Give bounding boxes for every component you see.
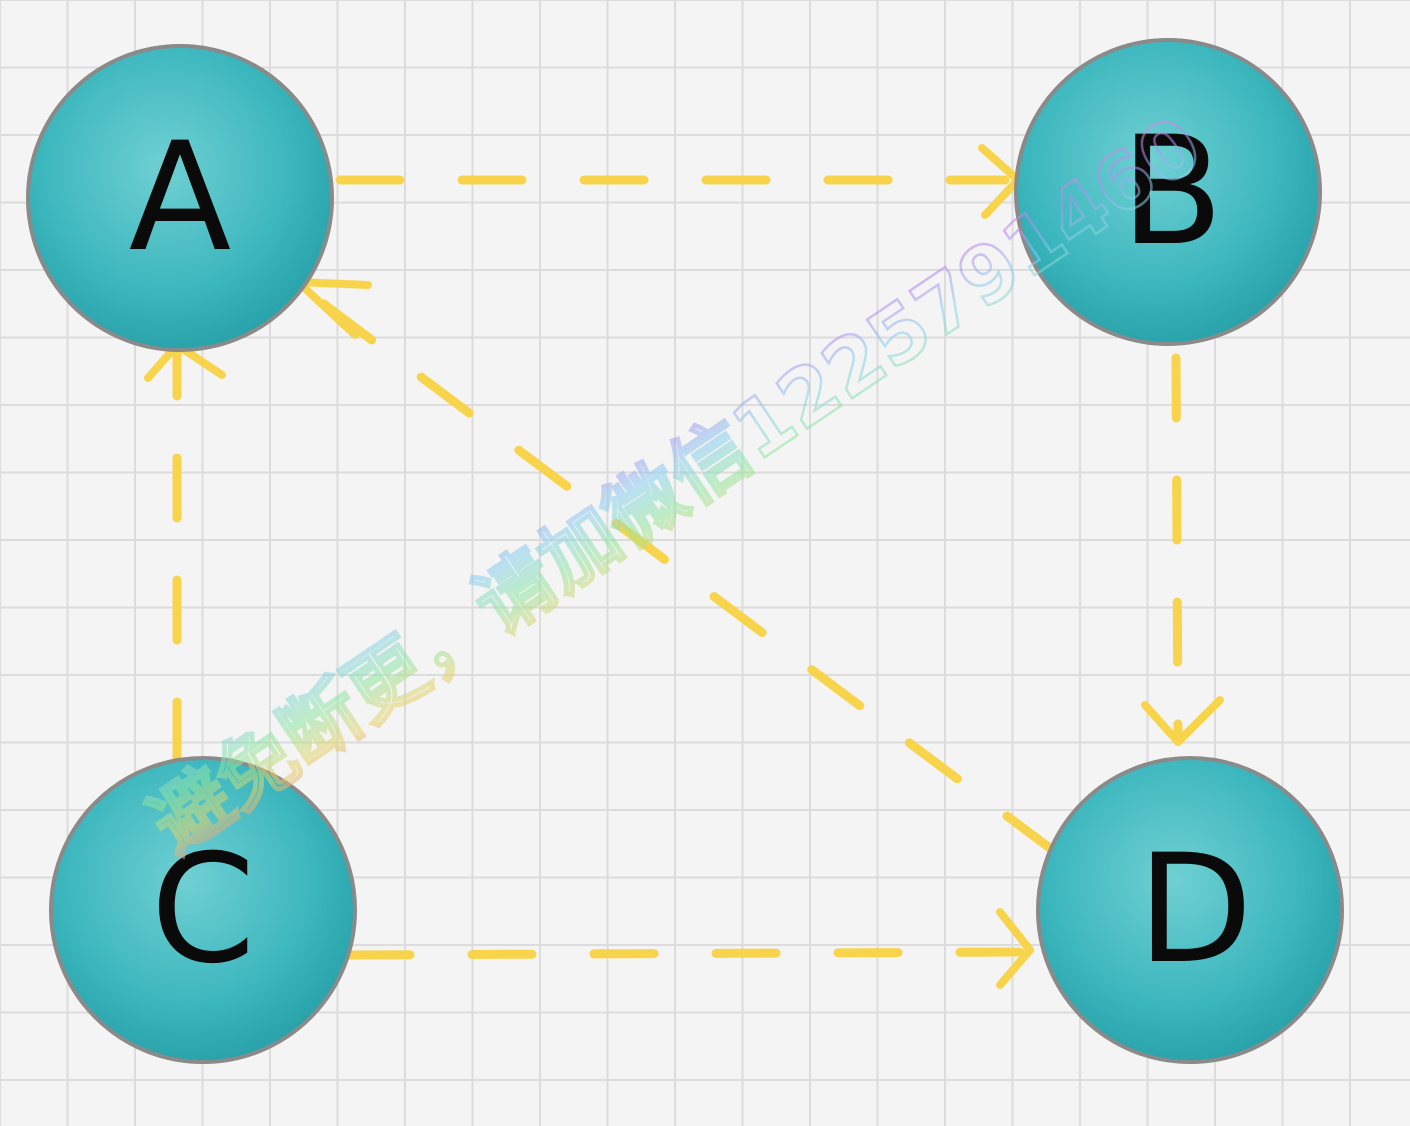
node-d-label: D bbox=[1137, 823, 1253, 997]
edge-a-to-b bbox=[335, 144, 1022, 219]
node-c-label: C bbox=[151, 823, 256, 997]
node-d[interactable]: D bbox=[1036, 756, 1344, 1064]
edge-c-to-a bbox=[144, 341, 226, 767]
node-a-label: A bbox=[129, 111, 232, 285]
node-b-label: B bbox=[1121, 105, 1224, 279]
node-a[interactable]: A bbox=[26, 44, 334, 352]
node-b[interactable]: B bbox=[1014, 38, 1322, 346]
nodes-layer: A B C D bbox=[26, 38, 1344, 1064]
edge-c-to-d bbox=[345, 908, 1034, 989]
edge-d-to-a bbox=[294, 278, 1060, 857]
node-c[interactable]: C bbox=[49, 756, 357, 1064]
edge-b-to-d bbox=[1141, 353, 1224, 746]
